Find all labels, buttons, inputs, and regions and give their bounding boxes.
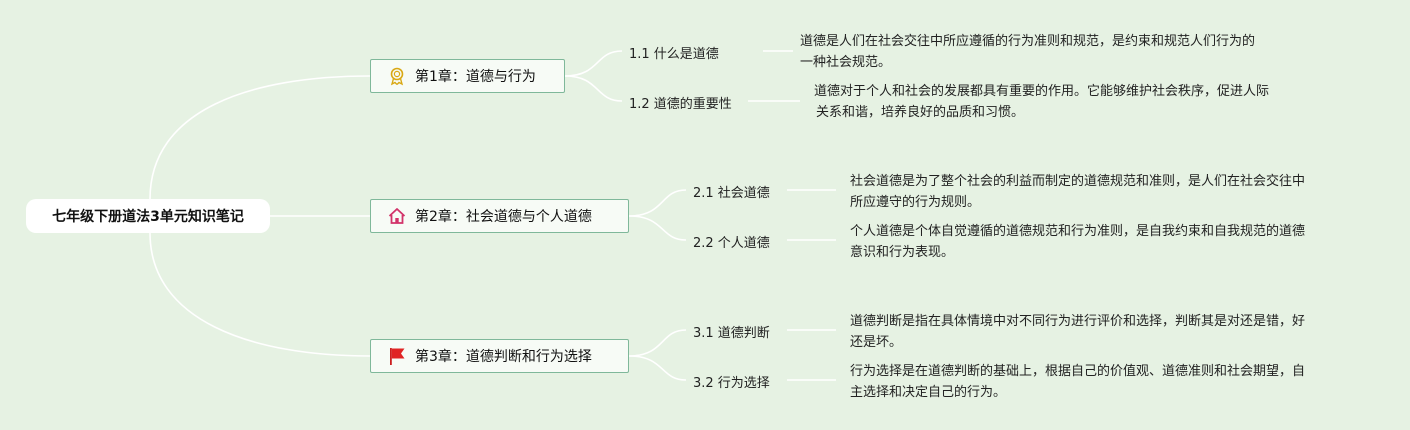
link-ch2-sub2 xyxy=(628,215,687,241)
chapter-2-topic[interactable]: 第2章：社会道德与个人道德 xyxy=(370,199,629,233)
chapter-3-topic[interactable]: 第3章：道德判断和行为选择 xyxy=(370,339,629,373)
note-line: 还是坏。 xyxy=(850,335,903,350)
note-line: 一种社会规范。 xyxy=(800,55,892,70)
red-flag-icon xyxy=(387,346,407,366)
note-line: 道德是人们在社会交往中所应遵循的行为准则和规范，是约束和规范人们行为的 xyxy=(800,34,1256,49)
chapter-1-topic[interactable]: 第1章：道德与行为 xyxy=(370,59,565,93)
note-line: 社会道德是为了整个社会的利益而制定的道德规范和准则，是人们在社会交往中 xyxy=(850,174,1306,189)
award-ribbon-icon xyxy=(387,66,407,86)
note-line: 意识和行为表现。 xyxy=(850,245,955,260)
note-line: 道德判断是指在具体情境中对不同行为进行评价和选择，判断其是对还是错，好 xyxy=(850,314,1306,329)
link-ch1-sub1 xyxy=(564,50,623,77)
link-root-ch3 xyxy=(149,232,371,357)
subtopic-2-1[interactable]: 2.1 社会道德 xyxy=(693,186,770,201)
note-line: 主选择和决定自己的行为。 xyxy=(850,385,1007,400)
note-line: 行为选择是在道德判断的基础上，根据自己的价值观、道德准则和社会期望，自 xyxy=(850,364,1306,379)
note-line: 道德对于个人和社会的发展都具有重要的作用。它能够维护社会秩序，促进人际 xyxy=(814,84,1270,99)
note-2-2[interactable]: 个人道德是个体自觉遵循的道德规范和行为准则，是自我约束和自我规范的道德 意识和行… xyxy=(850,221,1305,263)
note-line: 个人道德是个体自觉遵循的道德规范和行为准则，是自我约束和自我规范的道德 xyxy=(850,224,1306,239)
chapter-2-label: 第2章：社会道德与个人道德 xyxy=(415,209,592,225)
root-topic[interactable]: 七年级下册道法3单元知识笔记 xyxy=(26,199,270,233)
note-3-2[interactable]: 行为选择是在道德判断的基础上，根据自己的价值观、道德准则和社会期望，自 主选择和… xyxy=(850,361,1305,403)
subtopic-1-2[interactable]: 1.2 道德的重要性 xyxy=(629,97,732,112)
subtopic-1-1[interactable]: 1.1 什么是道德 xyxy=(629,47,719,62)
note-line: 关系和谐，培养良好的品质和习惯。 xyxy=(816,105,1025,120)
chapter-3-label: 第3章：道德判断和行为选择 xyxy=(415,349,592,365)
link-root-ch1 xyxy=(149,75,371,200)
note-1-2[interactable]: 道德对于个人和社会的发展都具有重要的作用。它能够维护社会秩序，促进人际 关系和谐… xyxy=(814,81,1269,123)
house-icon xyxy=(387,206,407,226)
subtopic-3-2[interactable]: 3.2 行为选择 xyxy=(693,376,770,391)
link-ch3-sub1 xyxy=(628,329,687,357)
link-ch1-sub2 xyxy=(564,75,623,102)
note-2-1[interactable]: 社会道德是为了整个社会的利益而制定的道德规范和准则，是人们在社会交往中 所应遵守… xyxy=(850,171,1305,213)
subtopic-2-2[interactable]: 2.2 个人道德 xyxy=(693,236,770,251)
link-ch3-sub2 xyxy=(628,355,687,381)
note-1-1[interactable]: 道德是人们在社会交往中所应遵循的行为准则和规范，是约束和规范人们行为的 一种社会… xyxy=(800,31,1255,73)
chapter-1-label: 第1章：道德与行为 xyxy=(415,69,536,85)
subtopic-3-1[interactable]: 3.1 道德判断 xyxy=(693,326,770,341)
note-line: 所应遵守的行为规则。 xyxy=(850,195,981,210)
root-topic-label: 七年级下册道法3单元知识笔记 xyxy=(52,209,244,225)
note-3-1[interactable]: 道德判断是指在具体情境中对不同行为进行评价和选择，判断其是对还是错，好 还是坏。 xyxy=(850,311,1305,353)
link-ch2-sub1 xyxy=(628,189,687,217)
